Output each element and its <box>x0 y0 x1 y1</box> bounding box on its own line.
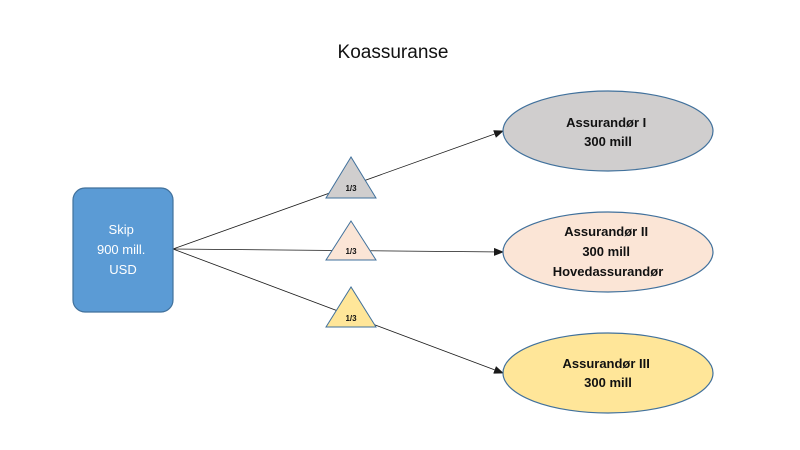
insurer-3-name: Assurandør III <box>562 356 649 371</box>
insurer-2-name: Assurandør II <box>564 224 648 239</box>
insurer-1-amount: 300 mill <box>584 134 632 149</box>
insurer-node-3: Assurandør III 300 mill <box>502 332 714 414</box>
insurer-2-amount: 300 mill <box>582 244 630 259</box>
share-triangle-1 <box>325 156 377 199</box>
insurer-ellipse-1 <box>502 90 714 172</box>
share-2: 1/3 <box>325 220 377 261</box>
insurer-label-2: Assurandør II 300 mill Hovedassurandør <box>553 224 664 279</box>
ship-node: Skip 900 mill. USD <box>72 187 174 313</box>
share-1: 1/3 <box>325 156 377 199</box>
share-triangle-3 <box>325 286 377 328</box>
insurer-node-2: Assurandør II 300 mill Hovedassurandør <box>502 211 714 293</box>
ship-box <box>72 187 174 313</box>
ship-currency: USD <box>109 262 136 277</box>
share-label-1: 1/3 <box>345 184 357 193</box>
share-label-2: 1/3 <box>345 247 357 256</box>
insurer-1-name: Assurandør I <box>566 115 646 130</box>
ship-value: 900 mill. <box>97 242 145 257</box>
ship-label: Skip 900 mill. USD <box>97 222 149 277</box>
share-triangle-2 <box>325 220 377 261</box>
insurer-2-role: Hovedassurandør <box>553 264 664 279</box>
diagram-title: Koassuranse <box>338 42 449 63</box>
share-3: 1/3 <box>325 286 377 328</box>
insurer-3-amount: 300 mill <box>584 375 632 390</box>
insurer-label-1: Assurandør I 300 mill <box>566 115 650 149</box>
share-label-3: 1/3 <box>345 314 357 323</box>
insurer-label-3: Assurandør III 300 mill <box>562 356 653 390</box>
insurer-ellipse-2 <box>502 211 714 293</box>
insurer-ellipse-3 <box>502 332 714 414</box>
ship-name: Skip <box>109 222 134 237</box>
insurer-node-1: Assurandør I 300 mill <box>502 90 714 172</box>
